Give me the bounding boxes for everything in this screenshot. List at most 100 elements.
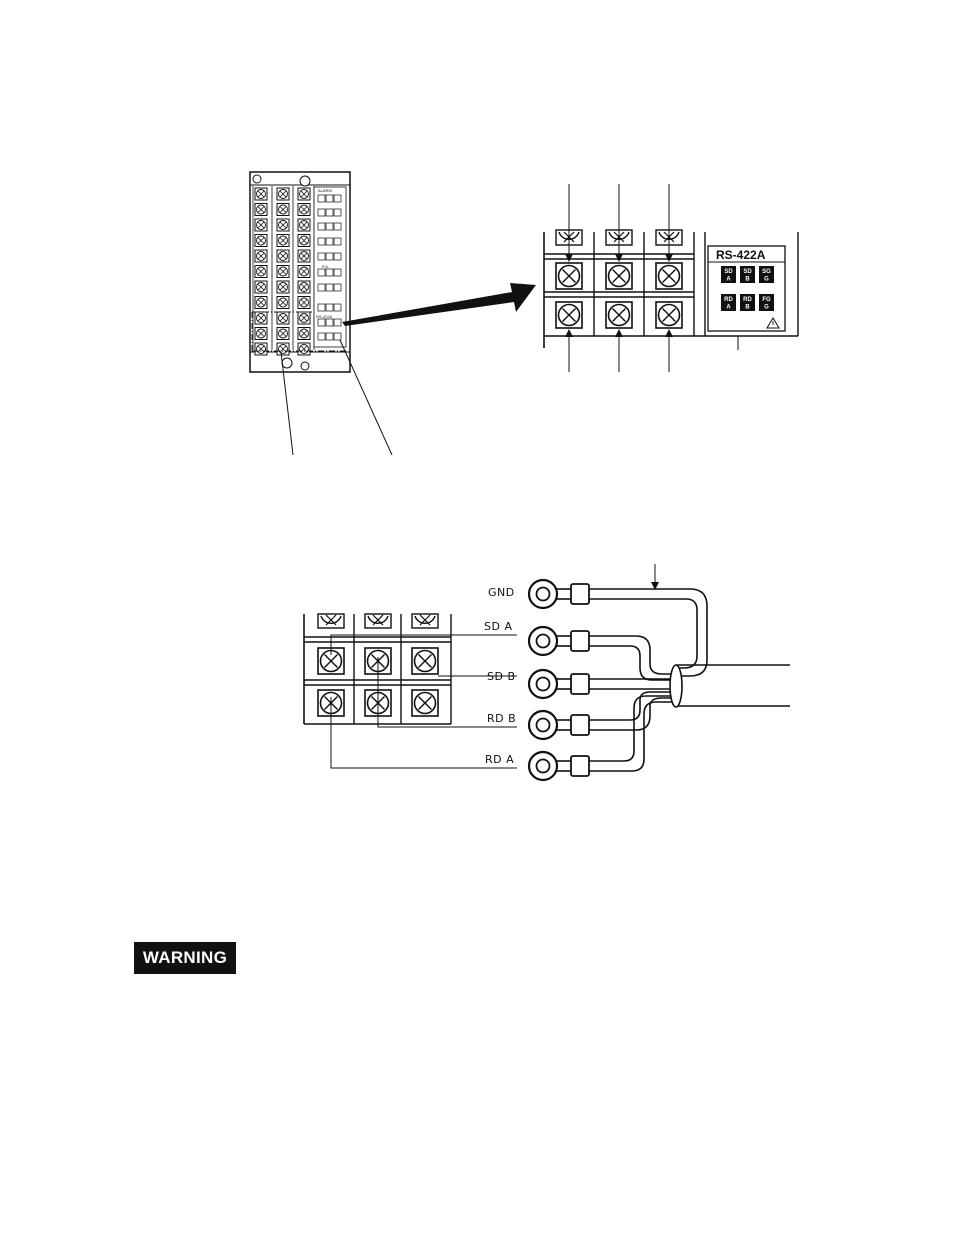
panel-terminal-screw: [254, 280, 268, 294]
panel-label-cell: [333, 252, 342, 261]
panel-label-cell: [317, 208, 326, 217]
panel-terminal-screw: [297, 187, 311, 201]
terminal-screw: [555, 301, 583, 329]
signal-polarity: A: [726, 305, 731, 311]
panel-label-cell: [325, 318, 334, 327]
warning-badge: WARNING: [134, 942, 236, 974]
panel-terminal-screw: [276, 218, 290, 232]
signal-polarity: B: [745, 305, 750, 311]
panel-terminal-screw: [254, 311, 268, 325]
panel-terminal-screw: [254, 249, 268, 263]
panel-label-cell: [325, 303, 334, 312]
wire-label-gnd: GND: [488, 586, 515, 599]
panel-alarm-label: ALARM: [318, 188, 332, 193]
ring-terminal-gnd: [527, 578, 591, 610]
terminal-screw: [555, 262, 583, 290]
panel-label-cell: [333, 283, 342, 292]
panel-terminal-screw: [276, 280, 290, 294]
signal-polarity: A: [726, 277, 731, 283]
panel-label-cell: [333, 222, 342, 231]
panel-terminal-screw: [297, 203, 311, 216]
signal-box: [740, 266, 755, 283]
signal-polarity: G: [764, 277, 769, 283]
terminal-screw: [655, 301, 683, 329]
ring-terminal-sd-b: [527, 668, 591, 700]
panel-label-cell: [325, 332, 334, 341]
panel-terminal-screw: [297, 296, 311, 309]
panel-label-cell: [325, 283, 334, 292]
panel-label-cell: [325, 268, 334, 277]
ring-terminal-rd-a: [527, 750, 591, 782]
panel-terminal-screw: [254, 342, 268, 356]
panel-terminal-screw: [254, 265, 268, 278]
panel-rs422a-label: RS-422A: [316, 314, 333, 319]
signal-box: [721, 266, 736, 283]
zoom-arrow: [342, 283, 536, 326]
panel-label-cell: [325, 237, 334, 246]
panel-label-cell: [317, 268, 326, 277]
signal-name: RD: [743, 297, 752, 303]
panel-label-cell: [325, 194, 334, 203]
panel-terminal-grid: [252, 186, 315, 356]
panel-label-cell: [317, 222, 326, 231]
panel-label-cell: [333, 332, 342, 341]
label-leader-line: [339, 339, 393, 456]
panel-terminal-screw: [276, 327, 290, 340]
panel-label-cell: [333, 194, 342, 203]
wiring-terminal-block: [303, 613, 452, 725]
signal-name: SD: [743, 269, 752, 275]
wire-label-sd-a: SD A: [484, 620, 512, 633]
panel-terminal-screw: [276, 203, 290, 216]
panel-label-cell: [317, 318, 326, 327]
terminal-screw: [605, 301, 633, 329]
panel-label-cell: [333, 303, 342, 312]
panel-terminal-screw: [276, 187, 290, 201]
panel-terminal-screw: [254, 203, 268, 216]
panel-label-cell: [317, 283, 326, 292]
panel-terminal-screw: [254, 234, 268, 247]
panel-label-cell: [333, 208, 342, 217]
panel-label-cell: [333, 237, 342, 246]
cable-jacket: [669, 664, 790, 708]
panel-terminal-screw: [297, 280, 311, 294]
panel-label-cell: [325, 208, 334, 217]
panel-terminal-screw: [276, 249, 290, 263]
wire-label-rd-b: RD B: [487, 712, 516, 725]
signal-box: [721, 294, 736, 311]
panel-terminal-screw: [297, 218, 311, 232]
signal-polarity: B: [745, 277, 750, 283]
signal-polarity: G: [764, 305, 769, 311]
panel-label-cell: [317, 252, 326, 261]
panel-terminal-screw: [297, 311, 311, 325]
signal-name: SD: [724, 269, 733, 275]
panel-label-cell: [317, 303, 326, 312]
signal-box: [740, 294, 755, 311]
signal-box: [759, 294, 774, 311]
wire-label-rd-a: RD A: [485, 753, 514, 766]
signal-name: SG: [762, 269, 771, 275]
terminal-screw: [605, 262, 633, 290]
terminal-screw: [411, 647, 439, 675]
wire-label-sd-b: SD B: [487, 670, 516, 683]
panel-terminal-screw: [254, 218, 268, 232]
panel-terminal-screw: [254, 187, 268, 201]
terminal-screw: [411, 689, 439, 717]
signal-name: RD: [724, 297, 733, 303]
panel-terminal-screw: [276, 265, 290, 278]
panel-terminal-screw: [254, 327, 268, 340]
panel-label-cell: [325, 252, 334, 261]
panel-terminal-screw: [297, 265, 311, 278]
ring-terminal-rd-b: [527, 709, 591, 741]
signal-box: [759, 266, 774, 283]
zoomed-terminal-block: [543, 184, 799, 372]
panel-label-cell: [333, 268, 342, 277]
panel-terminal-screw: [276, 234, 290, 247]
cable-conductors: [589, 588, 708, 772]
controller-rear-panel: ALARM P.A. RS-422A: [249, 171, 351, 373]
panel-terminal-screw: [297, 342, 311, 356]
panel-pa-label: P.A.: [322, 264, 329, 269]
panel-label-cell: [325, 222, 334, 231]
panel-leader-line: [280, 351, 294, 456]
terminal-screw: [655, 262, 683, 290]
